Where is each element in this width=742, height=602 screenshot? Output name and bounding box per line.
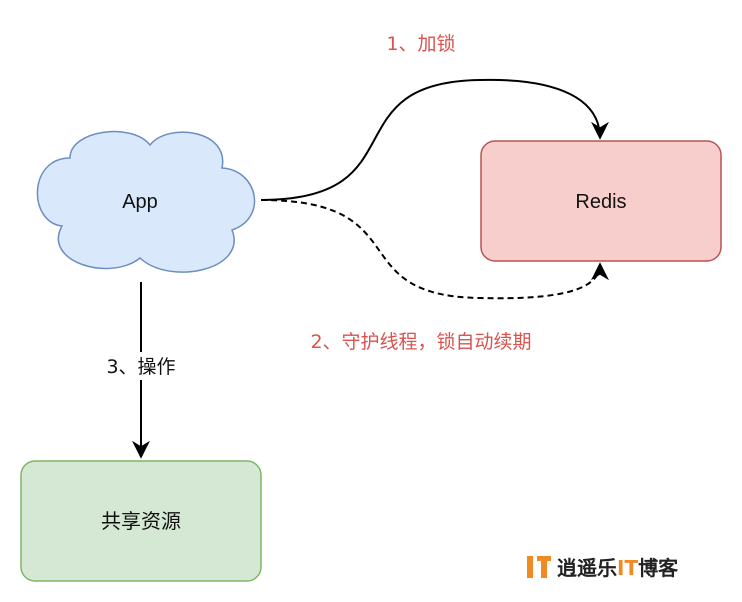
watermark-text: 逍遥乐IT博客 — [557, 556, 679, 580]
shared-resource-label: 共享资源 — [101, 510, 181, 533]
lock-edge — [260, 78, 609, 201]
shared-resource-box — [20, 460, 262, 582]
watermark: 逍遥乐IT博客 — [527, 556, 679, 580]
renew-edge-label: 2、守护线程，锁自动续期 — [310, 331, 531, 353]
watermark-suffix: 博客 — [638, 556, 679, 580]
watermark-prefix: 逍遥乐 — [557, 556, 617, 580]
redis-box — [480, 140, 722, 262]
redis-node[interactable]: Redis — [480, 140, 722, 262]
operate-label-bg — [98, 352, 184, 380]
redis-label: Redis — [575, 191, 626, 213]
watermark-accent: IT — [617, 556, 638, 580]
app-cloud-shape — [36, 130, 256, 273]
lock-edge-label: 1、加锁 — [386, 33, 455, 55]
app-node[interactable]: App — [36, 130, 256, 273]
it-logo-icon — [527, 556, 551, 578]
app-label: App — [122, 191, 158, 213]
shared-resource-node[interactable]: 共享资源 — [20, 460, 262, 582]
operate-edge-label: 3、操作 — [106, 356, 175, 378]
renew-edge — [260, 199, 609, 300]
